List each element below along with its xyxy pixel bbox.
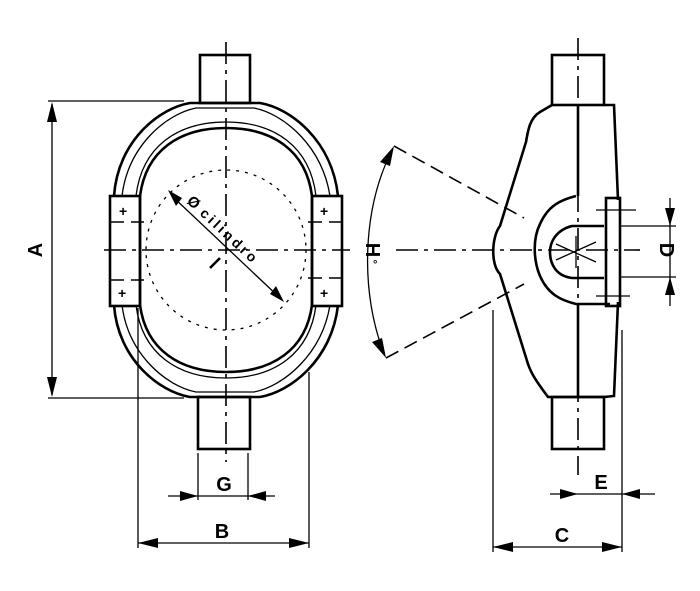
cylinder-diameter-line	[171, 195, 281, 299]
dimension-label-A: A	[25, 243, 47, 257]
dimension-label-B: B	[215, 521, 229, 543]
dimension-label-H: H	[361, 243, 383, 257]
bottom-pipe-stub	[196, 395, 252, 451]
bolt-mark: +	[320, 285, 328, 301]
outer-arc-top	[112, 101, 340, 197]
cylinder-label: Ø cilindro	[183, 192, 262, 268]
side-lug	[533, 194, 610, 306]
degree-symbol: °	[373, 259, 377, 271]
angle-arc-H	[366, 149, 393, 355]
top-pipe-stub	[198, 53, 252, 105]
bolt-mark: +	[118, 285, 126, 301]
inner-ring-bottom	[138, 304, 314, 374]
side-plate	[604, 196, 622, 308]
bolt-mark: +	[320, 203, 328, 219]
bolt-mark: +	[119, 203, 127, 219]
dimension-label-G: G	[216, 474, 232, 496]
outer-arc-bottom-inner	[121, 304, 331, 393]
side-bolt-recess	[548, 224, 604, 280]
outer-arc-bottom	[112, 304, 340, 399]
side-body-outline	[491, 103, 604, 399]
cylinder-text: cilindro	[197, 205, 262, 268]
dimension-label-C: C	[555, 525, 569, 547]
right-clamp-block	[310, 194, 344, 308]
outer-arc-top-inner	[121, 107, 331, 197]
dimension-label-D: D	[655, 243, 677, 257]
left-clamp-block	[108, 194, 142, 308]
dimension-label-E: E	[594, 472, 607, 494]
front-view: + + + + Ø cilindro A G	[25, 42, 350, 548]
side-view: H ° D E C	[361, 38, 677, 552]
